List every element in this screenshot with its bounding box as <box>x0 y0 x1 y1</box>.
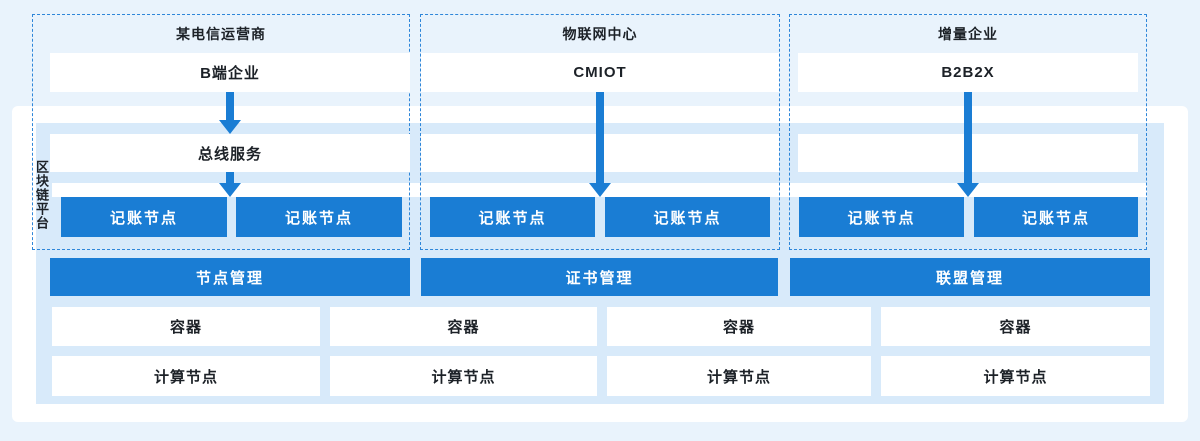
down-arrow-shaft <box>226 92 234 122</box>
management-bar-alliance: 联盟管理 <box>790 258 1150 296</box>
management-bar-certificate: 证书管理 <box>421 258 778 296</box>
down-arrow-head <box>219 183 241 197</box>
system-box-b2b2x: B2B2X <box>798 53 1138 92</box>
column-header-iot: 物联网中心 <box>562 26 638 42</box>
compute-node-box: 计算节点 <box>52 356 320 396</box>
compute-node-box: 计算节点 <box>330 356 597 396</box>
container-box: 容器 <box>607 307 871 346</box>
down-arrow-head <box>589 183 611 197</box>
column-header-incremental: 增量企业 <box>938 26 998 42</box>
system-box-cmiot: CMIOT <box>421 53 779 92</box>
partner-column-2 <box>420 14 780 250</box>
ledger-node-box: 记账节点 <box>799 197 964 237</box>
down-arrow-head <box>957 183 979 197</box>
column-header-telecom: 某电信运营商 <box>176 26 266 42</box>
ledger-node-box: 记账节点 <box>236 197 402 237</box>
container-box: 容器 <box>330 307 597 346</box>
partner-column-3 <box>789 14 1147 250</box>
container-box: 容器 <box>52 307 320 346</box>
ledger-node-box: 记账节点 <box>974 197 1138 237</box>
bus-service-box: 总线服务 <box>50 134 410 172</box>
down-arrow-head <box>219 120 241 134</box>
down-arrow-shaft <box>964 92 972 184</box>
ledger-node-box: 记账节点 <box>605 197 770 237</box>
down-arrow-shaft <box>596 92 604 184</box>
platform-vertical-label: 区块链平台 <box>34 160 49 230</box>
partner-column-1 <box>32 14 410 250</box>
ledger-node-box: 记账节点 <box>61 197 227 237</box>
management-bar-node: 节点管理 <box>50 258 410 296</box>
compute-node-box: 计算节点 <box>881 356 1150 396</box>
ledger-node-box: 记账节点 <box>430 197 595 237</box>
container-box: 容器 <box>881 307 1150 346</box>
down-arrow-shaft <box>226 172 234 185</box>
compute-node-box: 计算节点 <box>607 356 871 396</box>
system-box-b-enterprise: B端企业 <box>50 53 410 92</box>
